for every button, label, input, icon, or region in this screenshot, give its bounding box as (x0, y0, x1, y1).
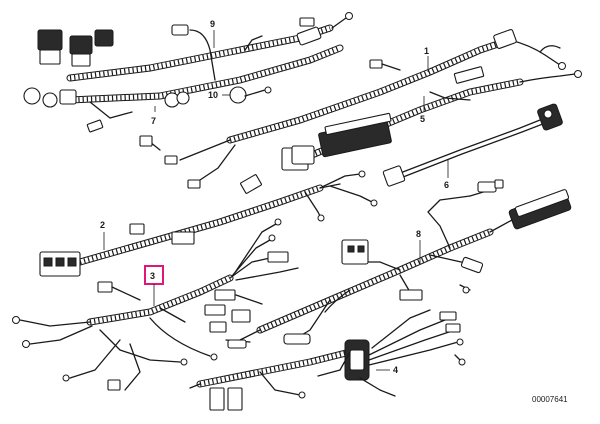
callout-4: 4 (376, 365, 398, 375)
callout-4-label: 4 (393, 365, 398, 375)
callout-5: 5 (420, 96, 425, 124)
callout-9-label: 9 (210, 19, 215, 29)
callout-8: 8 (416, 229, 421, 264)
harness-3 (12, 218, 299, 391)
callout-1: 1 (424, 46, 429, 72)
callout-6: 6 (444, 160, 449, 190)
callout-7-label: 7 (151, 116, 156, 126)
callout-3-label: 3 (150, 271, 155, 281)
callout-7: 7 (151, 106, 156, 126)
reference-number: 00007641 (532, 395, 568, 404)
cable-6 (382, 103, 563, 187)
callout-10: 10 (208, 90, 230, 100)
harness-upper (23, 12, 353, 133)
callout-6-label: 6 (444, 180, 449, 190)
callout-5-label: 5 (420, 114, 425, 124)
callout-2: 2 (100, 220, 105, 250)
callout-8-label: 8 (416, 229, 421, 239)
harness-2 (39, 145, 378, 277)
callout-10-label: 10 (208, 90, 218, 100)
harness-8 (239, 179, 572, 345)
harness-main (139, 29, 582, 189)
callout-1-label: 1 (424, 46, 429, 56)
callout-9: 9 (210, 19, 215, 48)
callout-3: 3 (144, 265, 164, 306)
harness-4 (189, 309, 466, 411)
callout-2-label: 2 (100, 220, 105, 230)
